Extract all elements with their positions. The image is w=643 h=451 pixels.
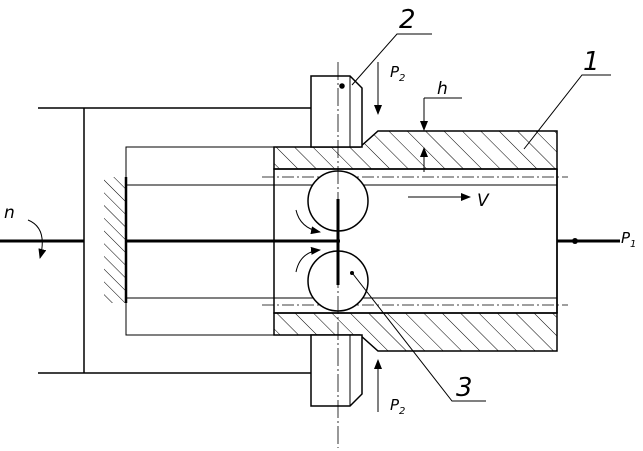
rotation-n-arrow <box>27 219 47 259</box>
fixed-wall <box>104 177 128 303</box>
gap-dimension <box>420 97 462 172</box>
roller-top-center <box>339 83 345 89</box>
label-force-top: P2 <box>390 63 405 84</box>
label-velocity: V <box>477 191 490 211</box>
leader-lines <box>351 33 611 402</box>
label-part-3: 3 <box>456 373 473 403</box>
roller-bottom <box>310 334 363 407</box>
rotation-arrows <box>295 209 321 273</box>
workpiece-tube <box>262 130 568 352</box>
label-force-bottom: P2 <box>390 396 405 417</box>
label-gap-h: h <box>437 79 448 99</box>
label-force-right: P1 <box>621 229 636 250</box>
output-rod-pivot <box>572 238 578 244</box>
roller-top <box>310 75 363 148</box>
label-rotation-n: n <box>4 203 15 223</box>
label-part-1: 1 <box>583 47 600 77</box>
label-part-2: 2 <box>399 5 416 35</box>
